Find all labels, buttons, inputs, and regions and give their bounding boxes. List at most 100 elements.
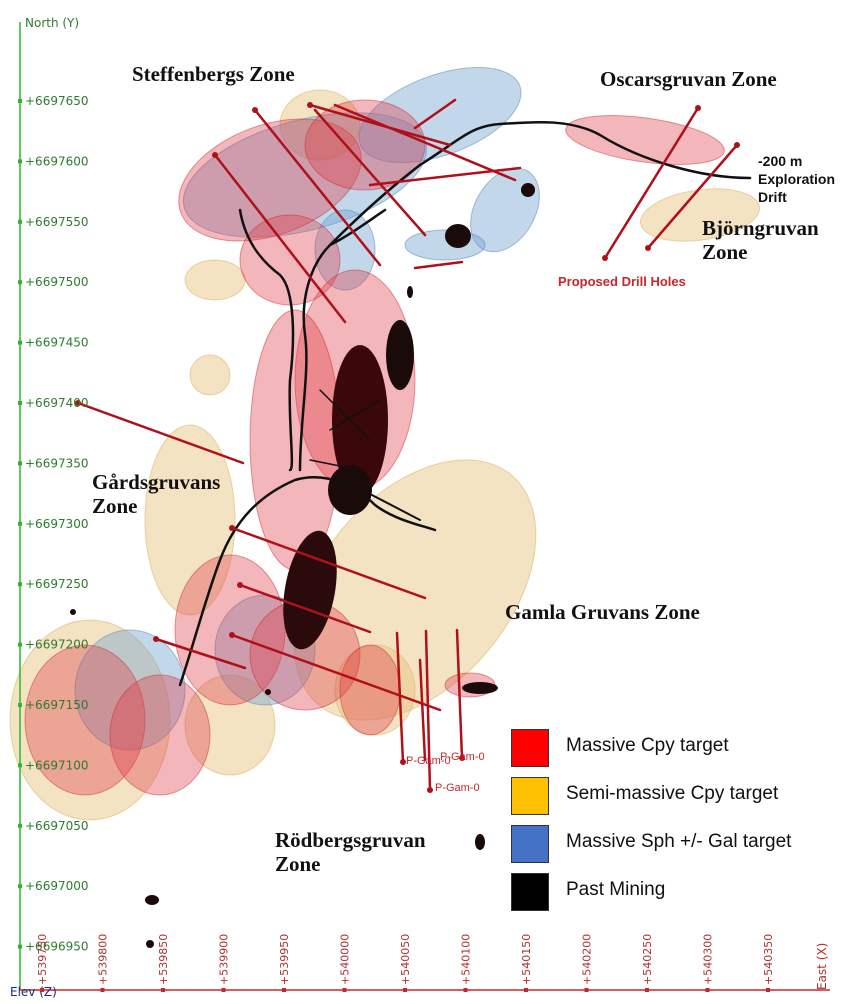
hole-label: P-Gam-0 (406, 755, 451, 767)
east-tick-mark (463, 988, 468, 992)
target-body (314, 209, 376, 291)
east-tick-mark (161, 988, 165, 992)
zone-label-steffenbergs: Steffenbergs Zone (132, 62, 295, 86)
north-tick-label: +6697050 (25, 819, 89, 833)
legend-label: Semi-massive Cpy target (566, 783, 779, 804)
target-body (358, 66, 522, 164)
north-tick-mark (18, 280, 22, 285)
zone-label-oscarsgruvan: Oscarsgruvan Zone (600, 67, 777, 91)
zone-label-gamla-gruvans: Gamla Gruvans Zone (505, 600, 700, 624)
east-axis: East (X) Elev (Z) (10, 943, 830, 999)
north-tick-label: +6697650 (25, 94, 89, 108)
east-tick-label: +539950 (278, 934, 291, 985)
proposed-drill-hole (646, 143, 739, 250)
massive-sph-targets (74, 66, 540, 751)
north-tick-mark (18, 944, 22, 949)
stope (265, 689, 271, 695)
east-tick-label: +539850 (157, 934, 170, 985)
drill-hole (313, 108, 427, 237)
target-body (74, 629, 186, 751)
north-tick-label: +6697600 (25, 154, 89, 168)
east-tick-label: +540250 (641, 934, 654, 985)
target-body (189, 354, 231, 396)
drill-hole (238, 583, 372, 634)
hole-label: P-Gam-0 (435, 782, 480, 794)
stope (445, 224, 471, 248)
north-tick-label: +6697350 (25, 456, 89, 470)
drill-hole (213, 153, 347, 324)
tunnel (238, 208, 295, 472)
north-tick-mark (18, 703, 22, 707)
north-tick-label: +6697300 (25, 517, 89, 531)
target-body (9, 619, 171, 821)
target-body (24, 644, 146, 796)
north-tick-label: +6697250 (25, 577, 89, 591)
legend-item-past-mining: Past Mining (508, 871, 848, 915)
target-body (565, 115, 725, 165)
east-tick-label: +539900 (218, 934, 231, 985)
east-tick-mark (40, 988, 44, 992)
target-body (184, 674, 276, 776)
drill-hole (230, 526, 427, 600)
drill-hole-markers (75, 102, 740, 793)
east-tick-label: +540100 (460, 934, 473, 985)
target-body (249, 309, 341, 571)
zone-label-gardsgruvans: Gårdsgruvans Zone (92, 470, 221, 518)
exploration-drift-label: -200 m Exploration Drift (758, 153, 836, 205)
stope (146, 940, 154, 948)
target-body (334, 644, 416, 736)
drill-hole (413, 260, 464, 270)
legend-item-massive-cpy: Massive Cpy target (508, 727, 848, 771)
east-tick-mark (342, 988, 347, 992)
drill-holes (76, 98, 739, 792)
drill-hole (76, 401, 245, 465)
tunnel (371, 494, 421, 521)
east-tick-mark (403, 988, 407, 992)
north-tick-mark (18, 99, 22, 103)
target-body (184, 259, 246, 301)
tunnels (178, 120, 752, 687)
legend-swatch (511, 777, 549, 815)
east-axis-label: East (X) (815, 943, 829, 990)
target-body (293, 459, 537, 721)
drill-hole (418, 658, 427, 762)
stope (328, 465, 372, 515)
east-tick-mark (584, 988, 589, 992)
east-tick-mark (766, 988, 770, 992)
legend-swatch (511, 729, 549, 767)
drill-hole (154, 637, 247, 670)
legend-swatch (511, 873, 549, 911)
stope (462, 682, 498, 694)
east-tick-label: +540150 (520, 934, 533, 985)
north-tick-label: +6697100 (25, 758, 89, 772)
target-body (144, 424, 236, 616)
target-body (109, 674, 211, 796)
elev-axis-label: Elev (Z) (10, 985, 57, 999)
drill-hole (230, 633, 442, 712)
legend-label: Massive Cpy target (566, 735, 729, 756)
north-tick-mark (18, 642, 22, 647)
east-tick-label: +540300 (702, 934, 715, 985)
legend-label: Past Mining (566, 879, 666, 900)
drill-hole (253, 108, 382, 267)
east-tick-mark (282, 988, 286, 992)
north-axis-label: North (Y) (25, 16, 79, 30)
east-tick-mark (524, 988, 528, 992)
north-tick-mark (18, 521, 22, 526)
drill-hole (455, 628, 464, 760)
east-tick-label: +540350 (762, 934, 775, 985)
target-body (304, 99, 426, 191)
east-tick-label: +539800 (97, 934, 110, 985)
stope (521, 183, 535, 197)
north-tick-mark (18, 159, 22, 164)
drill-hole (395, 631, 405, 764)
target-body (404, 229, 486, 261)
hole-label: P-Gam-0 (440, 751, 485, 763)
north-tick-labels: +6697650+6697600+6697550+6697500+6697450… (18, 94, 89, 954)
stope (475, 834, 485, 850)
tunnel (328, 208, 387, 247)
east-tick-label: +540050 (399, 934, 412, 985)
east-tick-mark (100, 988, 105, 992)
